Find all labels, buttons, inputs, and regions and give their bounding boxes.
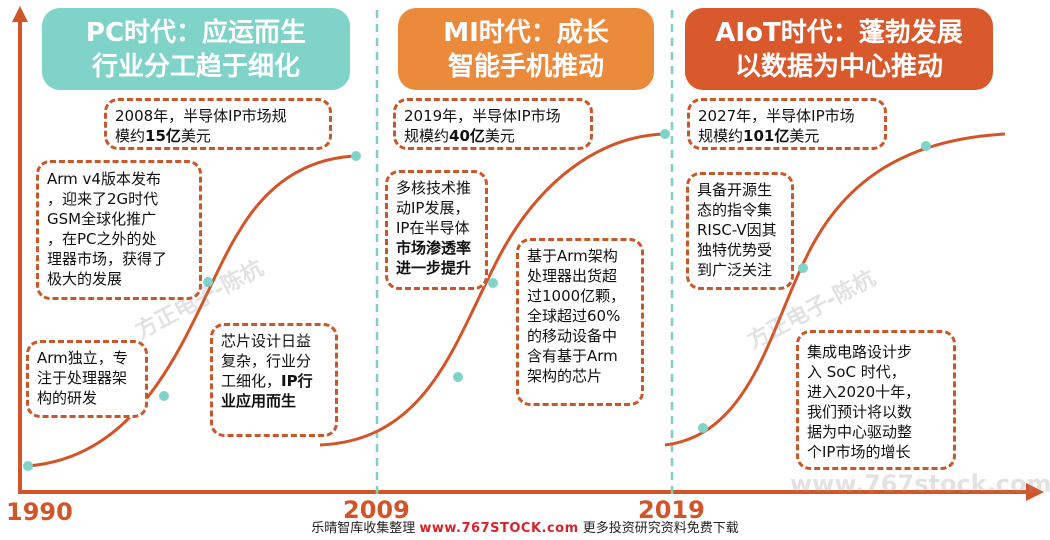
note-line: GSM全球化推广 — [47, 210, 157, 228]
note-riscv: 具备开源生 态的指令集 RISC-V因其 独特优势受 到广泛关注 — [686, 172, 794, 290]
era-title-line: 智能手机推动 — [447, 52, 604, 82]
curve-dot — [660, 129, 670, 139]
era-title-pc: PC时代：应运而生 行业分工趋于细化 — [42, 8, 350, 90]
market-line: 模约15亿美元 — [115, 127, 211, 145]
note-line: 市场渗透率 — [396, 239, 472, 257]
market-line: 2027年，半导体IP市场 — [698, 107, 855, 125]
note-line: 动IP发展， — [396, 199, 470, 217]
note-multicore: 多核技术推 动IP发展， IP在半导体 市场渗透率 进一步提升 — [385, 170, 488, 290]
note-line: 复杂，行业分 — [221, 352, 312, 370]
note-line: Arm v4版本发布 — [47, 170, 161, 188]
y-axis-arrow — [12, 6, 28, 22]
market-line: 2019年，半导体IP市场 — [404, 107, 561, 125]
note-arm-shipments: 基于Arm架构 处理器出货超 过1000亿颗， 全球超过60% 的移动设备中 含… — [516, 238, 644, 406]
note-line: Arm独立，专 — [37, 349, 128, 367]
note-line: 到广泛关注 — [697, 261, 773, 279]
note-line: 全球超过60% — [527, 307, 621, 325]
era-title-mi: MI时代：成长 智能手机推动 — [398, 8, 654, 90]
curve-dot — [351, 151, 361, 161]
market-value: 15亿 — [145, 127, 181, 145]
footer-site-link[interactable]: www.767STOCK.com — [419, 521, 579, 536]
note-line: ，在PC之外的处 — [47, 230, 157, 248]
note-line: 进一步提升 — [396, 259, 472, 277]
note-arm-v4: Arm v4版本发布 ，迎来了2G时代 GSM全球化推广 ，在PC之外的处 理器… — [36, 160, 202, 300]
note-line: 过1000亿颗， — [527, 287, 626, 305]
era-title-line: MI时代：成长 — [443, 18, 609, 48]
curve-dot — [203, 277, 213, 287]
note-line: 具备开源生 — [697, 181, 773, 199]
footer: 乐晴智库收集整理 www.767STOCK.com 更多投资研究资料免费下载 — [0, 518, 1050, 540]
note-line: 多核技术推 — [396, 179, 472, 197]
market-size-2027: 2027年，半导体IP市场 规模约101亿美元 — [687, 98, 887, 150]
market-line: 规模约40亿美元 — [404, 127, 515, 145]
note-line: 的移动设备中 — [527, 327, 618, 345]
curve-dot — [488, 278, 498, 288]
growth-curve-aiot — [664, 132, 1006, 447]
note-line: RISC-V因其 — [697, 221, 777, 239]
note-line: 含有基于Arm — [527, 347, 618, 365]
note-soc: 集成电路设计步 入 SoC 时代， 进入2020十年， 我们预计将以数 据为中心… — [796, 330, 956, 470]
market-size-2019: 2019年，半导体IP市场 规模约40亿美元 — [393, 98, 593, 150]
note-line: 基于Arm架构 — [527, 247, 618, 265]
note-line: 注于处理器架 — [37, 369, 128, 387]
curve-dot — [23, 461, 33, 471]
era-title-aiot: AIoT时代：蓬勃发展 以数据为中心推动 — [685, 8, 993, 90]
era-title-line: 以数据为中心推动 — [734, 52, 943, 82]
note-line: 芯片设计日益 — [221, 332, 312, 350]
note-line: 极大的发展 — [47, 270, 123, 288]
note-line: 构的研发 — [37, 389, 98, 407]
note-line: 独特优势受 — [697, 241, 773, 259]
market-size-2008: 2008年，半导体IP市场规 模约15亿美元 — [104, 98, 332, 150]
footer-right: 更多投资研究资料免费下载 — [582, 521, 739, 536]
note-line: 个IP市场的增长 — [807, 443, 911, 461]
year-label-2019: 2019 — [638, 496, 705, 524]
x-axis-arrow — [1026, 483, 1044, 501]
curve-dot — [159, 391, 169, 401]
note-line: 业应用而生 — [221, 392, 297, 410]
era-title-line: AIoT时代：蓬勃发展 — [715, 18, 963, 48]
curve-dot — [453, 372, 463, 382]
watermark: www.767stock.com — [790, 470, 1050, 498]
growth-curve-mi — [319, 132, 666, 447]
note-line: 处理器出货超 — [527, 267, 618, 285]
note-line: 集成电路设计步 — [807, 343, 913, 361]
market-value: 101亿 — [743, 127, 790, 145]
note-line: 进入2020十年， — [807, 383, 921, 401]
note-line: 态的指令集 — [697, 201, 773, 219]
market-line: 2008年，半导体IP市场规 — [115, 107, 287, 125]
note-line: IP在半导体 — [396, 219, 470, 237]
note-line: 据为中心驱动整 — [807, 423, 913, 441]
note-arm-independent: Arm独立，专 注于处理器架 构的研发 — [26, 340, 148, 418]
year-label-2009: 2009 — [343, 496, 410, 524]
era-title-line: PC时代：应运而生 — [85, 18, 307, 48]
note-line: 理器市场，获得了 — [47, 250, 168, 268]
curve-dot — [921, 141, 931, 151]
curve-dot — [798, 263, 808, 273]
year-label-1990: 1990 — [6, 498, 73, 526]
market-value: 40亿 — [449, 127, 485, 145]
note-line: 工细化，IP行 — [221, 372, 313, 390]
era-title-line: 行业分工趋于细化 — [91, 52, 300, 82]
note-line: 架构的芯片 — [527, 367, 603, 385]
note-chip-design: 芯片设计日益 复杂，行业分 工细化，IP行 业应用而生 — [210, 323, 338, 437]
footer-left: 乐晴智库收集整理 — [311, 521, 416, 536]
note-line: ，迎来了2G时代 — [47, 190, 159, 208]
note-line: 入 SoC 时代， — [807, 363, 906, 381]
note-line: 我们预计将以数 — [807, 403, 913, 421]
growth-curve-pc — [27, 154, 357, 468]
curve-dot — [698, 423, 708, 433]
market-line: 规模约101亿美元 — [698, 127, 820, 145]
